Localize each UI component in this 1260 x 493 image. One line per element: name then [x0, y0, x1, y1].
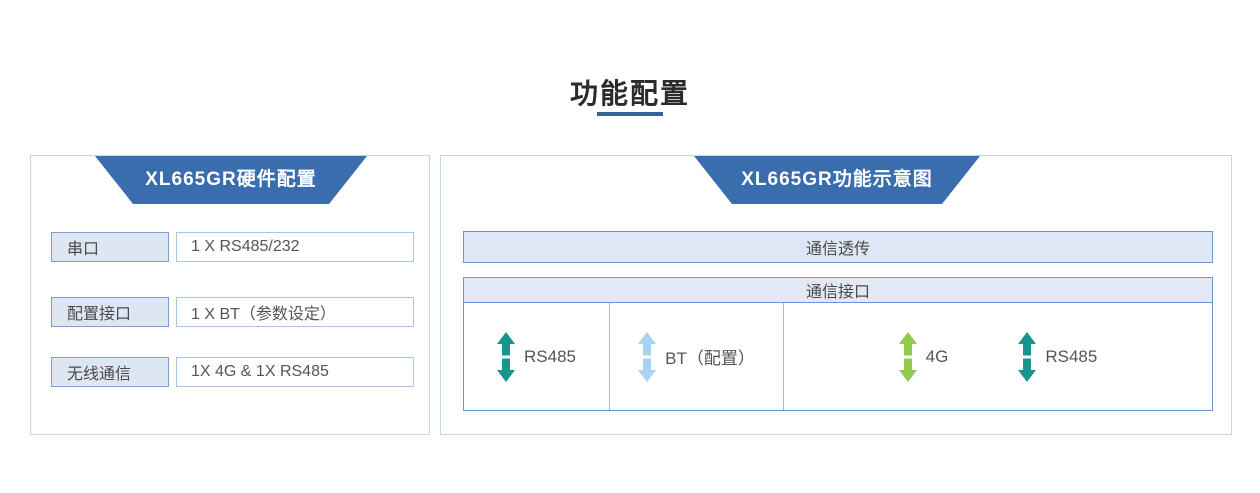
page-title: 功能配置 [569, 78, 690, 109]
hardware-row-value: 1 X RS485/232 [176, 232, 414, 262]
communication-interface-body: RS485 BT（配置） [464, 303, 1212, 410]
function-diagram-header-title: XL665GR功能示意图 [741, 168, 933, 190]
interface-label-4g: 4G [925, 346, 949, 366]
function-diagram-panel: XL665GR功能示意图 通信透传 通信接口 RS485 [440, 155, 1232, 435]
hardware-config-header-title: XL665GR硬件配置 [145, 168, 317, 190]
hardware-row-label: 串口 [51, 232, 169, 262]
function-diagram-header-banner: XL665GR功能示意图 [694, 156, 980, 204]
hardware-row-serial: 串口 1 X RS485/232 [51, 232, 414, 262]
interface-group-rs485: RS485 [1018, 331, 1098, 382]
transparent-transmission-band: 通信透传 [463, 231, 1213, 263]
lightblue-double-arrow-icon [638, 331, 657, 382]
interface-cell-rs485: RS485 [464, 303, 610, 410]
hardware-row-label: 无线通信 [51, 357, 169, 387]
communication-interface-box: 通信接口 RS485 [463, 277, 1213, 411]
interface-label-rs485: RS485 [524, 346, 576, 366]
communication-interface-header: 通信接口 [464, 278, 1212, 303]
hardware-config-panel: XL665GR硬件配置 串口 1 X RS485/232 配置接口 1 X BT… [30, 155, 430, 435]
hardware-row-value: 1X 4G & 1X RS485 [176, 357, 414, 387]
hardware-row-value: 1 X BT（参数设定） [176, 297, 414, 327]
teal-double-arrow-icon [1018, 331, 1037, 382]
interface-group-4g: 4G [898, 331, 949, 382]
title-underline [597, 112, 663, 116]
hardware-row-wireless: 无线通信 1X 4G & 1X RS485 [51, 357, 414, 387]
interface-cell-4g-rs485: 4G RS485 [784, 303, 1212, 410]
interface-cell-bt: BT（配置） [610, 303, 784, 410]
hardware-row-label: 配置接口 [51, 297, 169, 327]
interface-label-bt: BT（配置） [665, 349, 755, 368]
green-double-arrow-icon [898, 331, 917, 382]
interface-label-rs485: RS485 [1045, 346, 1098, 366]
hardware-config-header-banner: XL665GR硬件配置 [95, 156, 367, 204]
hardware-row-config-interface: 配置接口 1 X BT（参数设定） [51, 297, 414, 327]
teal-double-arrow-icon [497, 331, 515, 382]
